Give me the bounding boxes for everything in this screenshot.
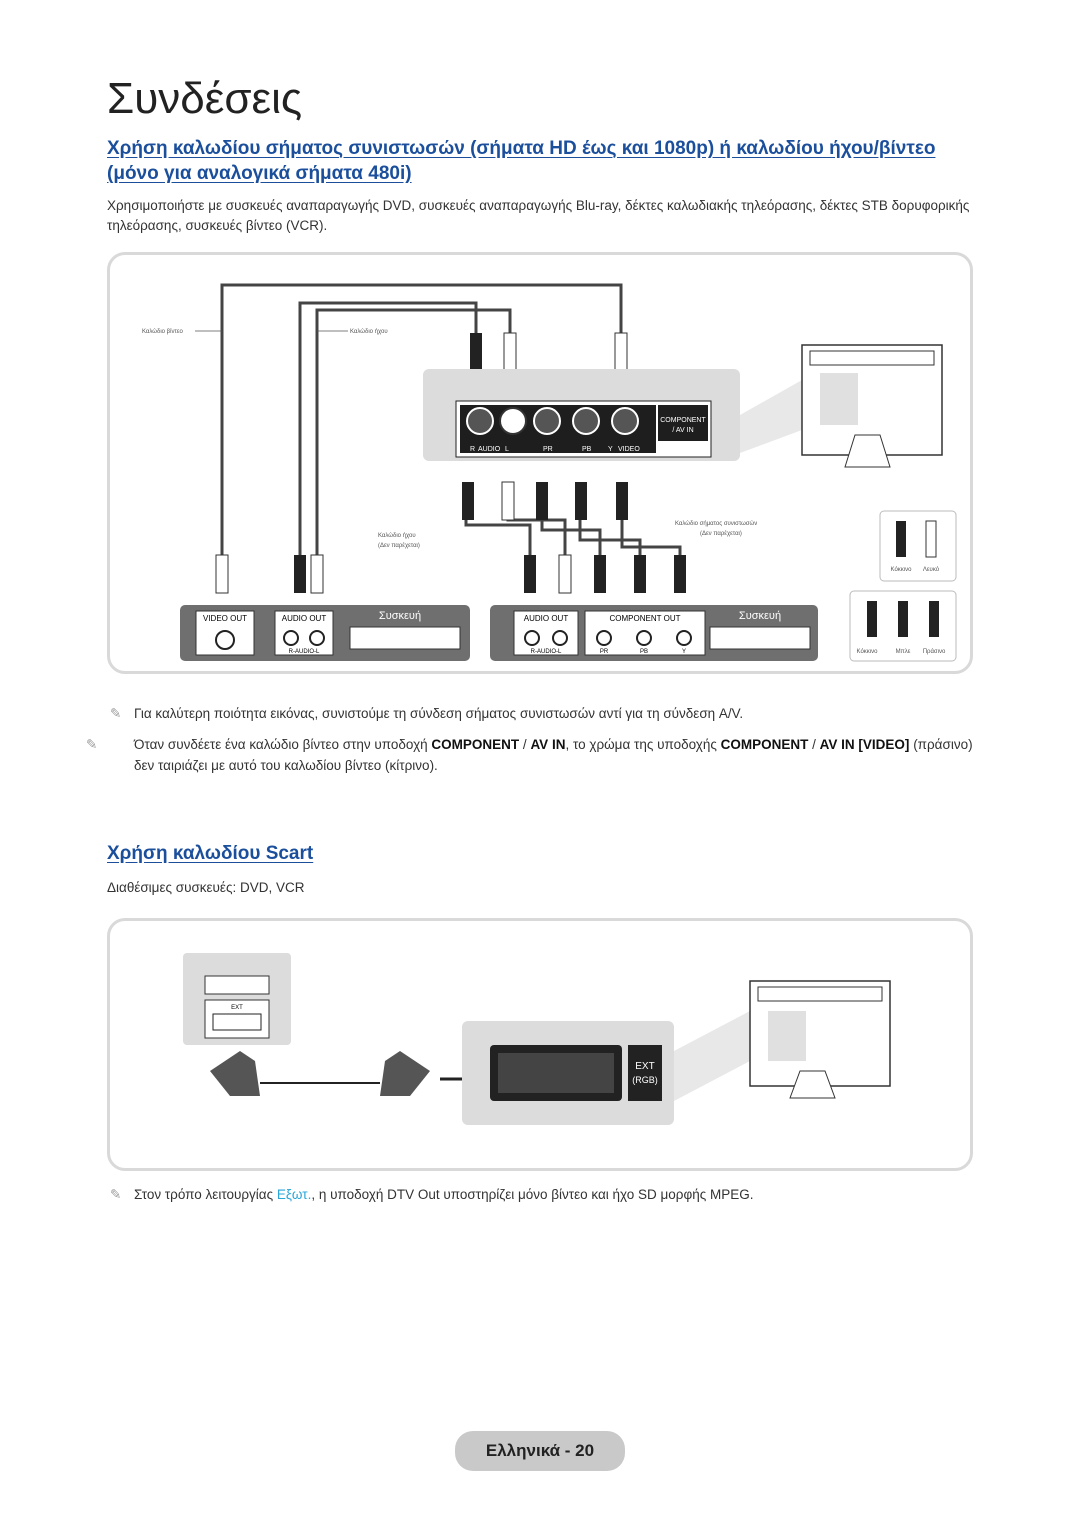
available-devices: Διαθέσιμες συσκευές: DVD, VCR: [107, 880, 305, 895]
legend-white: Λευκό: [923, 566, 940, 573]
r-audio-l-label-2: R-AUDIO-L: [531, 649, 562, 655]
jack-video-label: VIDEO: [618, 446, 640, 453]
not-supplied-2: (Δεν παρέχεται): [700, 530, 742, 537]
note-2-text: , το χρώμα της υποδοχής: [565, 737, 721, 752]
note-2-text: Όταν συνδέετε ένα καλώδιο βίντεο στην υπ…: [134, 737, 432, 752]
tv-back-2: [749, 980, 891, 1099]
jack-audio-label: AUDIO: [478, 446, 501, 453]
lower-plugs: [215, 554, 686, 594]
jack-y-label: Y: [608, 446, 613, 453]
device-label-1: Συσκευή: [379, 610, 421, 622]
note-icon: ✎: [110, 1187, 122, 1202]
jack-l-label: L: [505, 446, 509, 453]
legend-red: Κόκκινο: [891, 566, 913, 573]
panel-avin-label: / AV IN: [672, 427, 693, 434]
r-audio-l-label: R-AUDIO-L: [289, 649, 320, 655]
note-2-text: (πράσινο) δεν ταιριάζει με αυτό του καλω…: [134, 737, 973, 773]
audio-out-label: AUDIO OUT: [282, 614, 327, 623]
section-heading-component: Χρήση καλωδίου σήματος συνιστωσών (σήματ…: [107, 138, 936, 184]
note-2-bold: AV IN: [530, 737, 566, 752]
legend-red-2: Κόκκινο: [857, 648, 879, 655]
scart-cable: [210, 1051, 490, 1096]
note-1: ✎ Για καλύτερη ποιότητα εικόνας, συνιστού…: [110, 703, 970, 724]
pr-label: PR: [600, 649, 609, 655]
top-plugs: [470, 332, 628, 372]
component-cable-label: Καλώδιο σήματος συνιστωσών: [675, 520, 757, 527]
note-2-bold: AV IN: [819, 737, 855, 752]
legend-blue: Μπλε: [896, 649, 911, 655]
note-2: ✎ Όταν συνδέετε ένα καλώδιο βίντεο στην υ…: [86, 734, 994, 776]
pb-label: PB: [640, 649, 648, 655]
panel-component-label: COMPONENT: [660, 417, 706, 424]
note-1-text: Για καλύτερη ποιότητα εικόνας, συνιστούμ…: [134, 706, 744, 721]
note-2-text: /: [808, 737, 820, 752]
not-supplied-1: (Δεν παρέχεται): [378, 542, 420, 549]
note-scart-text: , η υποδοχή DTV Out υποστηρίζει μόνο βίν…: [311, 1187, 754, 1202]
component-connection-diagram: R AUDIO L PR PB Y VIDEO COMPONENT / AV I…: [107, 252, 973, 674]
y-label: Y: [682, 649, 686, 655]
page-footer: Ελληνικά - 20: [455, 1431, 625, 1471]
audio-cable-label: Καλώδιο ήχου: [350, 328, 388, 335]
audio-out-label-2: AUDIO OUT: [524, 614, 569, 623]
audio-cable-label-2: Καλώδιο ήχου: [378, 532, 416, 539]
video-cable-label: Καλώδιο βίντεο: [142, 329, 183, 335]
jack-r-label: R: [470, 446, 475, 453]
scart-connection-diagram: EXT EXT (RGB): [107, 918, 973, 1171]
component-diagram-svg: R AUDIO L PR PB Y VIDEO COMPONENT / AV I…: [142, 283, 957, 662]
component-jacks: [466, 407, 639, 435]
tv-back: [740, 344, 943, 468]
jack-pb-label: PB: [582, 446, 592, 453]
jack-pr-label: PR: [543, 446, 553, 453]
ext-label: EXT: [635, 1061, 654, 1072]
note-scart: ✎ Στον τρόπο λειτουργίας Εξωτ., η υποδοχή…: [110, 1184, 970, 1205]
note-2-bold: COMPONENT: [720, 737, 809, 752]
note-scart-text: Στον τρόπο λειτουργίας: [134, 1187, 277, 1202]
note-2-bold: [VIDEO]: [858, 737, 910, 752]
scart-diagram-svg: EXT EXT (RGB): [183, 953, 891, 1125]
note-icon: ✎: [86, 737, 98, 752]
device-label-2: Συσκευή: [739, 610, 781, 622]
page-title: Συνδέσεις: [107, 74, 303, 123]
video-out-label: VIDEO OUT: [203, 614, 247, 623]
rgb-label: (RGB): [632, 1075, 658, 1085]
note-2-bold: COMPONENT: [431, 737, 520, 752]
ext-mode-link[interactable]: Εξωτ.: [276, 1187, 312, 1202]
section-heading-scart: Χρήση καλωδίου Scart: [107, 843, 314, 864]
legend-green: Πράσινο: [923, 648, 946, 655]
device-ext-label: EXT: [231, 1005, 243, 1011]
section-intro: Χρησιμοποιήστε με συσκευές αναπαραγωγής …: [107, 198, 970, 233]
component-out-label: COMPONENT OUT: [610, 614, 681, 623]
middle-plugs: [462, 481, 628, 521]
note-icon: ✎: [110, 706, 122, 721]
note-2-text: /: [519, 737, 531, 752]
